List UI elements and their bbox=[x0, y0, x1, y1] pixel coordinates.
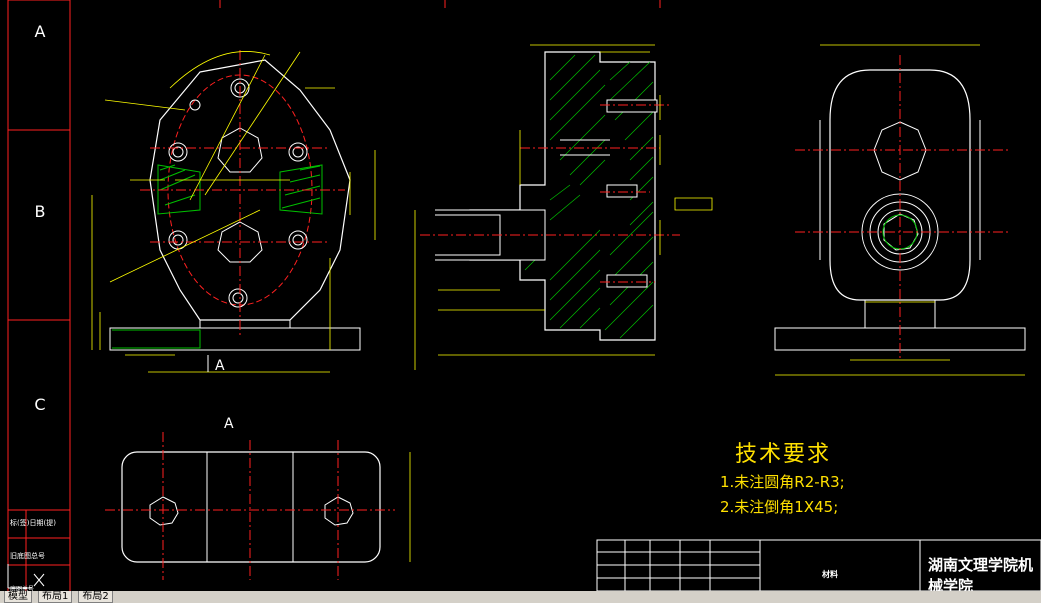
zone-label-b: B bbox=[34, 202, 46, 221]
tech-requirement-item: 2.未注倒角1X45; bbox=[720, 498, 839, 516]
tech-requirement-item: 1.未注圆角R2-R3; bbox=[720, 473, 845, 491]
tab-layout-2[interactable]: 布局2 bbox=[78, 591, 113, 603]
sidebar-label-drawing-no: 底图总号 bbox=[10, 586, 35, 593]
section-view bbox=[414, 44, 713, 370]
zone-label-c: C bbox=[34, 395, 46, 414]
tab-layout-1[interactable]: 布局1 bbox=[38, 591, 73, 603]
tab-model[interactable]: 模型 bbox=[4, 591, 32, 603]
front-view: A bbox=[91, 50, 376, 374]
side-view bbox=[774, 44, 1026, 376]
school-name: 湖南文理学院机械学院 bbox=[928, 556, 1034, 595]
zone-label-a: A bbox=[34, 22, 46, 41]
material-label: 材料 bbox=[822, 570, 838, 579]
view-a-label: A bbox=[224, 416, 234, 432]
sidebar-label-old-drawing-no: 旧底图总号 bbox=[10, 552, 45, 560]
drawing-frame bbox=[7, 0, 661, 591]
view-a bbox=[105, 432, 411, 580]
ucs-axis-icon bbox=[6, 560, 46, 594]
layout-tab-bar: 模型 布局1 布局2 bbox=[0, 591, 1041, 603]
tech-requirements-title: 技术要求 bbox=[735, 442, 832, 467]
svg-text:A: A bbox=[215, 358, 225, 374]
sidebar-label-sign-date: 标(签)日期(提) bbox=[10, 519, 56, 527]
